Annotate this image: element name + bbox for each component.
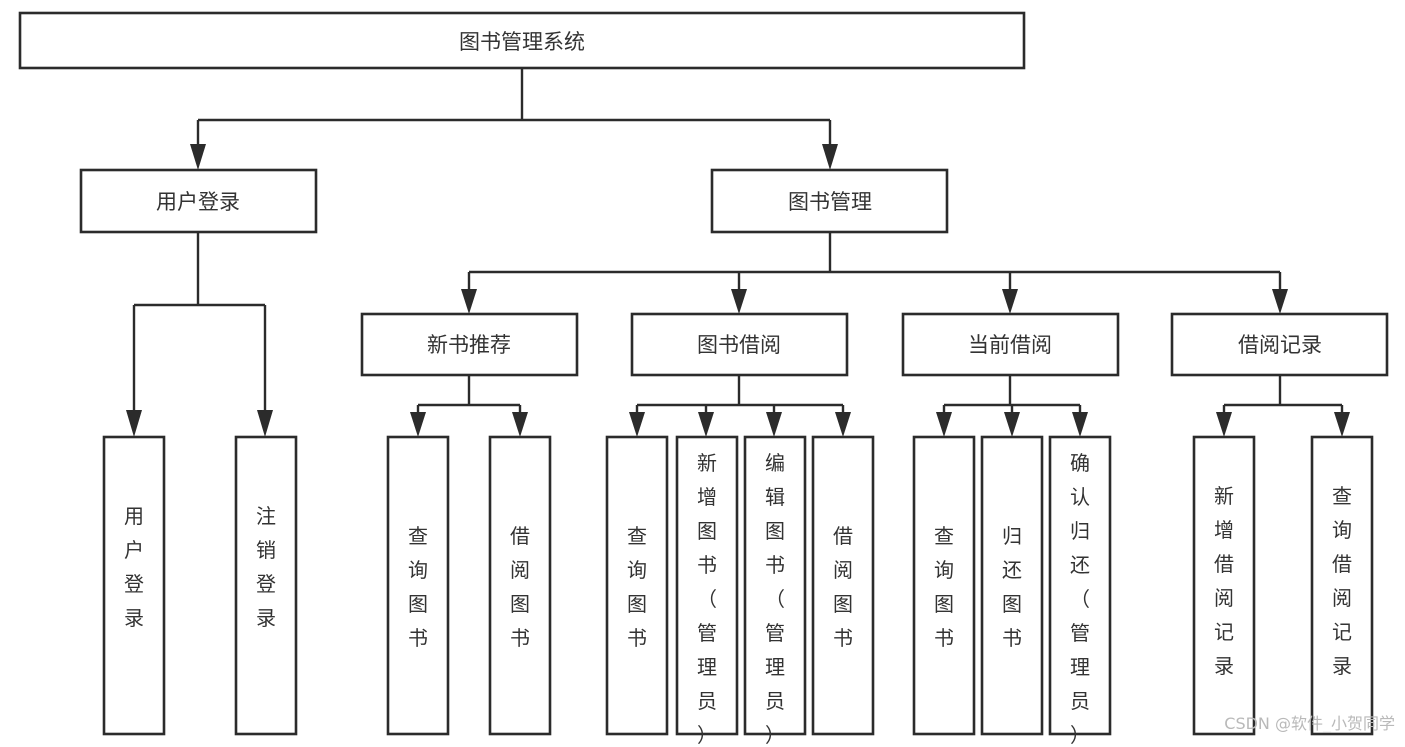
arrowhead-new-book-recommend bbox=[461, 289, 477, 314]
node-user-login-box[interactable] bbox=[79, 168, 318, 234]
node-borrow-record[interactable]: 借阅记录 bbox=[1170, 312, 1389, 377]
node-leaf-confirm-return[interactable]: 确认归还（管理员） bbox=[1048, 435, 1112, 747]
node-leaf-query-record-box[interactable] bbox=[1310, 435, 1374, 736]
node-leaf-add-record-box[interactable] bbox=[1192, 435, 1256, 736]
node-book-borrow-box[interactable] bbox=[630, 312, 849, 377]
arrowhead-leaf-borrow-book-1 bbox=[512, 412, 528, 437]
node-leaf-query-book-2-label: 查询图书 bbox=[627, 524, 647, 650]
node-borrow-record-label: 借阅记录 bbox=[1238, 333, 1322, 357]
node-leaf-edit-book-box[interactable] bbox=[743, 435, 807, 736]
node-leaf-return-book-label: 归还图书 bbox=[1002, 524, 1022, 650]
node-book-management-box[interactable] bbox=[710, 168, 949, 234]
arrowhead-book-borrow bbox=[731, 289, 747, 314]
node-leaf-user-login-label: 用户登录 bbox=[124, 504, 144, 630]
node-leaf-borrow-book-2-box[interactable] bbox=[811, 435, 875, 736]
arrowhead-leaf-return-book bbox=[1004, 412, 1020, 437]
arrowhead-leaf-confirm-return bbox=[1072, 412, 1088, 437]
arrowhead-leaf-add-record bbox=[1216, 412, 1232, 437]
node-new-book-recommend-box[interactable] bbox=[360, 312, 579, 377]
arrowhead-current-borrow bbox=[1002, 289, 1018, 314]
node-book-management-label: 图书管理 bbox=[788, 190, 872, 214]
node-borrow-record-box[interactable] bbox=[1170, 312, 1389, 377]
arrowhead-leaf-query-book-3 bbox=[936, 412, 952, 437]
node-leaf-borrow-book-1-label: 借阅图书 bbox=[510, 524, 530, 650]
node-leaf-query-book-1-label: 查询图书 bbox=[408, 524, 428, 650]
node-leaf-logout-login-box[interactable] bbox=[234, 435, 298, 736]
node-leaf-query-book-1-box[interactable] bbox=[386, 435, 450, 736]
connector-layer bbox=[126, 68, 1350, 437]
node-book-management[interactable]: 图书管理 bbox=[710, 168, 949, 234]
node-leaf-edit-book-label: 编辑图书（管理员） bbox=[765, 451, 785, 747]
arrowhead-leaf-edit-book bbox=[766, 412, 782, 437]
arrowhead-leaf-add-book bbox=[698, 412, 714, 437]
node-current-borrow-label: 当前借阅 bbox=[968, 333, 1052, 357]
arrowhead-leaf-query-book-2 bbox=[629, 412, 645, 437]
arrowhead-borrow-record bbox=[1272, 289, 1288, 314]
node-root[interactable]: 图书管理系统 bbox=[18, 11, 1026, 70]
watermark-text: CSDN @软件_小贺同学 bbox=[1224, 714, 1395, 734]
node-leaf-user-login[interactable]: 用户登录 bbox=[102, 435, 166, 736]
node-leaf-query-book-2[interactable]: 查询图书 bbox=[605, 435, 669, 736]
node-leaf-query-book-3-label: 查询图书 bbox=[934, 524, 954, 650]
arrowhead-leaf-logout-login bbox=[257, 410, 273, 437]
node-leaf-logout-login-label: 注销登录 bbox=[256, 504, 276, 630]
node-leaf-query-record[interactable]: 查询借阅记录 bbox=[1310, 435, 1374, 736]
node-current-borrow[interactable]: 当前借阅 bbox=[901, 312, 1120, 377]
arrowhead-leaf-query-record bbox=[1334, 412, 1350, 437]
node-root-label: 图书管理系统 bbox=[459, 30, 585, 54]
node-root-box[interactable] bbox=[18, 11, 1026, 70]
node-leaf-confirm-return-label: 确认归还（管理员） bbox=[1070, 451, 1090, 747]
arrowhead-user-login bbox=[190, 144, 206, 170]
node-leaf-edit-book[interactable]: 编辑图书（管理员） bbox=[743, 435, 807, 747]
node-user-login[interactable]: 用户登录 bbox=[79, 168, 318, 234]
node-leaf-confirm-return-box[interactable] bbox=[1048, 435, 1112, 736]
node-leaf-query-book-3-box[interactable] bbox=[912, 435, 976, 736]
node-book-borrow-label: 图书借阅 bbox=[697, 333, 781, 357]
node-leaf-add-book-label: 新增图书（管理员） bbox=[697, 451, 717, 747]
node-leaf-borrow-book-2[interactable]: 借阅图书 bbox=[811, 435, 875, 736]
node-new-book-recommend-label: 新书推荐 bbox=[427, 333, 511, 357]
arrowhead-leaf-query-book-1 bbox=[410, 412, 426, 437]
node-new-book-recommend[interactable]: 新书推荐 bbox=[360, 312, 579, 377]
arrowhead-leaf-user-login bbox=[126, 410, 142, 437]
node-leaf-logout-login[interactable]: 注销登录 bbox=[234, 435, 298, 736]
node-leaf-add-record[interactable]: 新增借阅记录 bbox=[1192, 435, 1256, 736]
node-leaf-return-book-box[interactable] bbox=[980, 435, 1044, 736]
node-user-login-label: 用户登录 bbox=[156, 190, 240, 214]
node-leaf-query-book-2-box[interactable] bbox=[605, 435, 669, 736]
node-leaf-query-book-3[interactable]: 查询图书 bbox=[912, 435, 976, 736]
node-leaf-query-book-1[interactable]: 查询图书 bbox=[386, 435, 450, 736]
arrowhead-leaf-borrow-book-2 bbox=[835, 412, 851, 437]
node-leaf-borrow-book-1-box[interactable] bbox=[488, 435, 552, 736]
node-leaf-borrow-book-1[interactable]: 借阅图书 bbox=[488, 435, 552, 736]
node-leaf-return-book[interactable]: 归还图书 bbox=[980, 435, 1044, 736]
node-current-borrow-box[interactable] bbox=[901, 312, 1120, 377]
node-book-borrow[interactable]: 图书借阅 bbox=[630, 312, 849, 377]
node-leaf-add-book-box[interactable] bbox=[675, 435, 739, 736]
node-leaf-borrow-book-2-label: 借阅图书 bbox=[833, 524, 853, 650]
node-leaf-add-record-label: 新增借阅记录 bbox=[1214, 484, 1234, 678]
node-leaf-query-record-label: 查询借阅记录 bbox=[1332, 484, 1352, 678]
arrowhead-book-management bbox=[822, 144, 838, 170]
node-leaf-add-book[interactable]: 新增图书（管理员） bbox=[675, 435, 739, 747]
node-leaf-user-login-box[interactable] bbox=[102, 435, 166, 736]
